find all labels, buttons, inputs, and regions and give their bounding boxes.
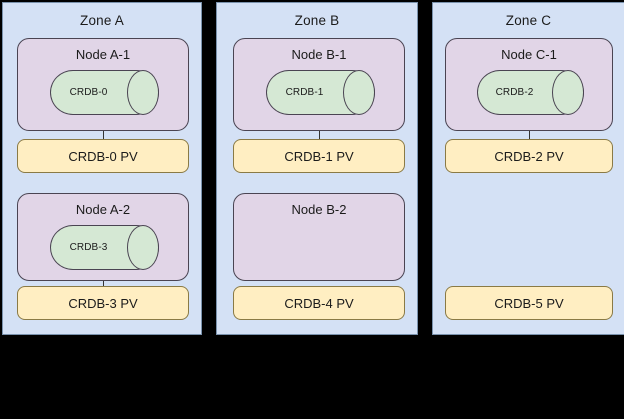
connector-crdb-2-to-pv [529,131,530,140]
zone-title-b: Zone B [294,13,340,28]
node-label-c-1: Node C-1 [501,47,557,62]
crdb-pod-crdb-2[interactable]: CRDB-2 [477,70,584,115]
zone-container-a[interactable]: Zone A Node A-1 CRDB-0 CRDB-0 PV Node A-… [2,2,202,335]
connector-crdb-1-to-pv [319,131,320,140]
pv-box-crdb-4[interactable]: CRDB-4 PV [233,286,405,320]
cylinder-cap-icon [127,70,159,115]
cylinder-cap-icon [343,70,375,115]
crdb-pod-crdb-3[interactable]: CRDB-3 [50,225,159,270]
pv-box-crdb-3[interactable]: CRDB-3 PV [17,286,189,320]
node-box-b-2[interactable]: Node B-2 [233,193,405,281]
node-label-b-1: Node B-1 [291,47,347,62]
pv-box-crdb-1[interactable]: CRDB-1 PV [233,139,405,173]
pv-box-crdb-0[interactable]: CRDB-0 PV [17,139,189,173]
zone-title-c: Zone C [505,13,552,28]
node-box-a-2[interactable]: Node A-2 CRDB-3 [17,193,189,281]
zone-container-c[interactable]: Zone C Node C-1 CRDB-2 CRDB-2 PV CRDB-5 … [432,2,624,335]
crdb-pod-crdb-0[interactable]: CRDB-0 [50,70,159,115]
crdb-pod-label-crdb-0: CRDB-0 [69,87,108,98]
crdb-pod-label-crdb-1: CRDB-1 [285,87,324,98]
zone-container-b[interactable]: Zone B Node B-1 CRDB-1 CRDB-1 PV Node B-… [216,2,418,335]
node-label-a-1: Node A-1 [75,47,131,62]
zone-title-a: Zone A [80,13,124,28]
connector-crdb-0-to-pv [103,131,104,140]
crdb-pod-crdb-1[interactable]: CRDB-1 [266,70,375,115]
pv-box-crdb-2[interactable]: CRDB-2 PV [445,139,613,173]
node-label-a-2: Node A-2 [75,202,131,217]
crdb-pod-label-crdb-2: CRDB-2 [495,87,534,98]
node-box-c-1[interactable]: Node C-1 CRDB-2 [445,38,613,131]
connector-crdb-3-to-pv [103,281,104,287]
cylinder-cap-icon [552,70,584,115]
pv-box-crdb-5[interactable]: CRDB-5 PV [445,286,613,320]
node-label-b-2: Node B-2 [291,202,347,217]
crdb-pod-label-crdb-3: CRDB-3 [69,242,108,253]
node-box-b-1[interactable]: Node B-1 CRDB-1 [233,38,405,131]
node-box-a-1[interactable]: Node A-1 CRDB-0 [17,38,189,131]
cylinder-cap-icon [127,225,159,270]
